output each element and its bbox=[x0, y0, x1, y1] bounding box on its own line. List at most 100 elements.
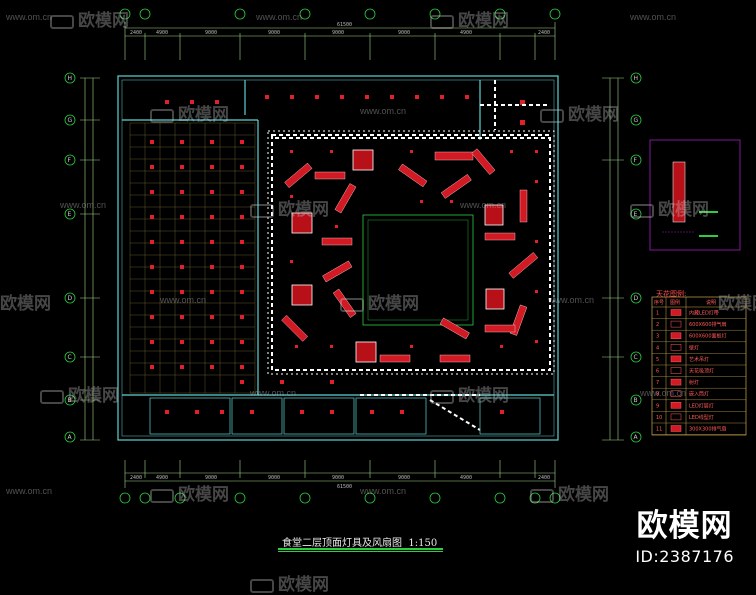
legend-row-number: 10 bbox=[656, 415, 662, 421]
legend-symbol-icon bbox=[670, 332, 682, 339]
legend-row-number: 6 bbox=[656, 369, 659, 375]
left-zone-panel-lights bbox=[150, 100, 244, 369]
legend-symbol-icon bbox=[670, 425, 682, 432]
legend-row-number: 5 bbox=[656, 357, 659, 363]
svg-text:G: G bbox=[68, 117, 73, 124]
svg-text:2400: 2400 bbox=[130, 30, 142, 36]
legend-symbol-icon bbox=[670, 320, 682, 328]
svg-text:G: G bbox=[634, 117, 639, 124]
legend-row-description: 300X300排气扇 bbox=[689, 426, 727, 433]
svg-text:D: D bbox=[634, 295, 639, 302]
bottom-total-dimension: 61500 bbox=[337, 484, 352, 490]
drawing-scale: 1:150 bbox=[408, 538, 438, 549]
svg-text:9000: 9000 bbox=[398, 475, 410, 481]
legend-row-description: 600X600面板灯 bbox=[689, 333, 727, 340]
svg-text:E: E bbox=[68, 211, 72, 218]
svg-text:图例: 图例 bbox=[670, 299, 680, 306]
drawing-title: 食堂二层顶面灯具及风扇图 1:150 bbox=[282, 538, 438, 549]
legend-row-number: 4 bbox=[656, 345, 659, 351]
legend-symbol-icon bbox=[670, 309, 682, 316]
svg-text:9000: 9000 bbox=[332, 475, 344, 481]
svg-text:9000: 9000 bbox=[268, 475, 280, 481]
grid-axis-bubbles bbox=[64, 8, 642, 504]
legend-symbol-icon bbox=[670, 367, 682, 374]
linear-fixtures bbox=[281, 148, 539, 363]
svg-text:F: F bbox=[68, 157, 72, 164]
legend-row-description: LED灯层灯 bbox=[689, 402, 714, 409]
bottom-segment-labels: 2400 4900 9000 9000 9000 9000 4900 2400 bbox=[130, 475, 550, 481]
legend-symbol-icon bbox=[670, 378, 682, 386]
legend-row-description: 嵌入筒灯 bbox=[689, 391, 709, 398]
central-courtyard-void bbox=[362, 214, 474, 326]
legend-row-number: 9 bbox=[656, 403, 659, 409]
svg-text:E: E bbox=[634, 211, 638, 218]
legend-symbol-icon bbox=[670, 390, 682, 397]
svg-text:C: C bbox=[634, 354, 638, 361]
top-corridor-lights bbox=[265, 95, 525, 125]
svg-text:4900: 4900 bbox=[460, 475, 472, 481]
svg-text:4900: 4900 bbox=[156, 30, 168, 36]
legend-symbol-icon bbox=[670, 344, 682, 351]
left-dimension-lines bbox=[80, 77, 100, 441]
svg-text:2400: 2400 bbox=[538, 30, 550, 36]
legend-row-description: 天花吸顶灯 bbox=[689, 368, 714, 375]
svg-text:B: B bbox=[634, 397, 638, 404]
legend-row-description: 艺术吊灯 bbox=[689, 356, 709, 363]
svg-text:2400: 2400 bbox=[538, 475, 550, 481]
svg-text:A: A bbox=[68, 434, 73, 441]
svg-text:A: A bbox=[634, 434, 639, 441]
svg-text:D: D bbox=[68, 295, 73, 302]
legend-row-number: 3 bbox=[656, 334, 659, 340]
legend-row-number: 8 bbox=[656, 392, 659, 398]
svg-text:C: C bbox=[68, 354, 72, 361]
bottom-room-lights bbox=[165, 380, 504, 414]
brand-stamp: 欧模网 ID:2387176 bbox=[635, 500, 734, 566]
svg-text:9000: 9000 bbox=[205, 475, 217, 481]
svg-text:4900: 4900 bbox=[460, 30, 472, 36]
legend-row-description: LED线型灯 bbox=[689, 414, 714, 421]
legend-row-description: 内藏LED灯带 bbox=[689, 310, 719, 317]
svg-text:9000: 9000 bbox=[268, 30, 280, 36]
svg-text:4900: 4900 bbox=[156, 475, 168, 481]
building-walls bbox=[117, 75, 559, 441]
svg-text:9000: 9000 bbox=[332, 30, 344, 36]
svg-text:2400: 2400 bbox=[130, 475, 142, 481]
main-hall-led-strips bbox=[267, 80, 555, 431]
legend-symbol-icon bbox=[670, 355, 682, 363]
legend-symbol-icon bbox=[670, 413, 682, 421]
top-segment-labels: 2400 4900 9000 9000 9000 9000 4900 2400 bbox=[130, 30, 550, 36]
detail-callout bbox=[649, 139, 741, 251]
legend-row-number: 11 bbox=[656, 427, 662, 433]
bottom-dimension-lines bbox=[124, 460, 556, 488]
svg-text:H: H bbox=[68, 75, 73, 82]
legend-row-number: 2 bbox=[656, 322, 659, 328]
ceiling-plan-drawing: 61500 2400 4900 9000 9000 9000 9000 4900… bbox=[64, 8, 747, 504]
brand-name: 欧模网 bbox=[636, 508, 733, 544]
right-dimension-lines bbox=[602, 77, 624, 441]
top-total-dimension: 61500 bbox=[337, 22, 352, 28]
svg-text:说明: 说明 bbox=[706, 299, 716, 306]
title-underline bbox=[278, 548, 443, 550]
downlights bbox=[290, 150, 538, 348]
legend-row-description: 600X600排气扇 bbox=[689, 321, 727, 328]
legend-row-number: 1 bbox=[656, 311, 659, 317]
legend-title: 天花图例: bbox=[656, 290, 687, 298]
svg-text:B: B bbox=[68, 397, 72, 404]
title-underline-thin bbox=[278, 551, 443, 552]
legend-row-description: 射灯 bbox=[689, 379, 699, 386]
art-pendant-lights bbox=[291, 149, 505, 363]
svg-text:序号: 序号 bbox=[654, 299, 664, 306]
grid-axis-labels: H G F E D C B A H G F E D C B A bbox=[68, 75, 639, 441]
svg-text:H: H bbox=[634, 75, 639, 82]
legend-row-description: 壁灯 bbox=[689, 344, 699, 351]
top-dimension-lines bbox=[124, 22, 556, 60]
bottom-rooms bbox=[149, 397, 541, 435]
legend-row-number: 7 bbox=[656, 380, 659, 386]
svg-text:F: F bbox=[634, 157, 638, 164]
legend-symbol-icon bbox=[670, 402, 682, 409]
svg-text:9000: 9000 bbox=[205, 30, 217, 36]
legend-table: 序号 图例 说明 bbox=[651, 296, 747, 436]
svg-text:9000: 9000 bbox=[398, 30, 410, 36]
legend-rows: 1 内藏LED灯带 2 600X600排气扇 3 600X600面板灯 4 壁灯 5 艺术吊灯 6 天… bbox=[652, 309, 746, 435]
brand-id: ID:2387176 bbox=[635, 547, 734, 566]
